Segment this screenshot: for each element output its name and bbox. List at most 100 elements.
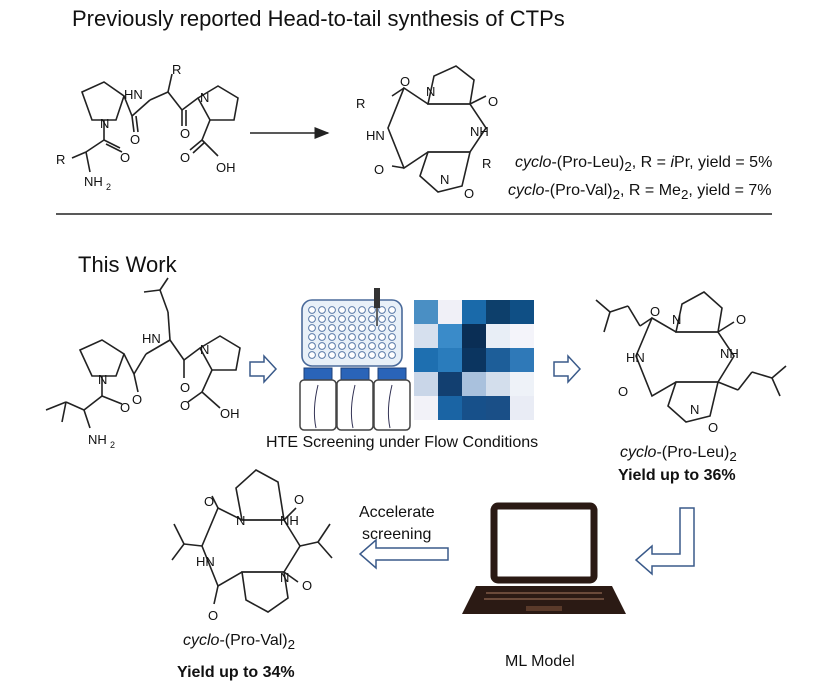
- svg-text:O: O: [132, 392, 142, 407]
- svg-text:O: O: [208, 608, 218, 623]
- plate-well: [328, 306, 336, 314]
- vial-2: [336, 367, 374, 431]
- cyclic-peptide-top: [387, 65, 487, 193]
- plate-well: [348, 315, 356, 323]
- svg-text:N: N: [690, 402, 699, 417]
- result-line-pro-leu: cyclo-(Pro-Leu)2, R = iPr, yield = 5%: [515, 154, 773, 175]
- svg-text:O: O: [120, 150, 130, 165]
- heatmap-cell: [438, 324, 462, 348]
- svg-text:N: N: [200, 90, 209, 105]
- plate-well: [368, 315, 376, 323]
- svg-text:N: N: [98, 372, 107, 387]
- svg-text:NH: NH: [88, 432, 107, 447]
- plate-well: [378, 324, 386, 332]
- svg-text:O: O: [180, 380, 190, 395]
- plate-well: [328, 315, 336, 323]
- svg-text:N: N: [440, 172, 449, 187]
- svg-text:2: 2: [110, 440, 115, 450]
- heatmap-cell: [438, 396, 462, 420]
- linear-peptide-structure: [71, 73, 239, 173]
- heatmap-cell: [414, 396, 438, 420]
- svg-text:O: O: [400, 74, 410, 89]
- plate-well: [338, 333, 346, 341]
- heatmap-cell: [414, 372, 438, 396]
- plate-well: [308, 342, 316, 350]
- heatmap-cell: [486, 396, 510, 420]
- heatmap: [414, 300, 534, 420]
- svg-text:NH: NH: [84, 174, 103, 189]
- svg-text:NH: NH: [280, 513, 299, 528]
- heatmap-cell: [414, 348, 438, 372]
- plate-well: [318, 324, 326, 332]
- svg-text:N: N: [200, 342, 209, 357]
- heatmap-cell: [510, 324, 534, 348]
- heatmap-cell: [486, 372, 510, 396]
- plate-well: [308, 333, 316, 341]
- svg-text:R: R: [482, 156, 491, 171]
- svg-text:N: N: [672, 312, 681, 327]
- plate-well: [318, 315, 326, 323]
- plate-well: [318, 342, 326, 350]
- svg-text:N: N: [100, 116, 109, 131]
- heatmap-cell: [462, 372, 486, 396]
- heatmap-cell: [462, 324, 486, 348]
- val-product-name: cyclo-(Pro-Val)2: [183, 632, 296, 653]
- svg-text:N: N: [426, 84, 435, 99]
- svg-text:N: N: [236, 513, 245, 528]
- plate-well: [348, 324, 356, 332]
- plate-well: [368, 333, 376, 341]
- plate-well: [358, 342, 366, 350]
- cyclo-pro-val-structure: [171, 469, 333, 613]
- plate-well: [328, 351, 336, 359]
- svg-text:R: R: [172, 62, 181, 77]
- heatmap-cell: [462, 300, 486, 324]
- plate-well: [338, 315, 346, 323]
- linear-leu-atoms: HN N N O O O O OH NH 2: [88, 331, 240, 450]
- svg-text:O: O: [302, 578, 312, 593]
- plate-well: [388, 306, 396, 314]
- this-work-heading: This Work: [78, 252, 177, 277]
- heatmap-cell: [414, 300, 438, 324]
- heatmap-cell: [510, 348, 534, 372]
- hollow-arrow-left: [358, 538, 449, 570]
- svg-text:HN: HN: [626, 350, 645, 365]
- svg-text:OH: OH: [216, 160, 236, 175]
- svg-text:O: O: [180, 150, 190, 165]
- svg-text:HN: HN: [142, 331, 161, 346]
- hte-caption: HTE Screening under Flow Conditions: [266, 434, 539, 451]
- plate-well: [338, 351, 346, 359]
- plate-well: [368, 351, 376, 359]
- plate-well: [368, 342, 376, 350]
- heatmap-cell: [510, 396, 534, 420]
- svg-text:O: O: [180, 126, 190, 141]
- hollow-arrow-1: [249, 354, 278, 384]
- cyclo-pro-leu-structure: [595, 291, 787, 423]
- linear-peptide-atoms: R HN N N O O O O OH R NH 2: [56, 62, 236, 192]
- plate-well: [378, 342, 386, 350]
- svg-text:O: O: [294, 492, 304, 507]
- leu-product-name: cyclo-(Pro-Leu)2: [620, 444, 737, 465]
- svg-text:O: O: [464, 186, 474, 201]
- plate-well: [328, 324, 336, 332]
- svg-text:O: O: [180, 398, 190, 413]
- heatmap-cell: [462, 396, 486, 420]
- svg-text:O: O: [618, 384, 628, 399]
- val-yield: Yield up to 34%: [177, 664, 295, 681]
- svg-text:HN: HN: [196, 554, 215, 569]
- plate-well: [308, 324, 316, 332]
- svg-text:OH: OH: [220, 406, 240, 421]
- plate-well: [328, 342, 336, 350]
- plate-well: [358, 324, 366, 332]
- svg-text:O: O: [708, 420, 718, 435]
- plate-well: [368, 324, 376, 332]
- plate-well: [378, 315, 386, 323]
- leu-yield: Yield up to 36%: [618, 467, 736, 484]
- svg-text:O: O: [120, 400, 130, 415]
- plate-well: [358, 315, 366, 323]
- plate-well: [338, 306, 346, 314]
- svg-text:R: R: [356, 96, 365, 111]
- svg-text:R: R: [56, 152, 65, 167]
- plate-well: [358, 333, 366, 341]
- heatmap-cell: [438, 348, 462, 372]
- plate-well: [348, 306, 356, 314]
